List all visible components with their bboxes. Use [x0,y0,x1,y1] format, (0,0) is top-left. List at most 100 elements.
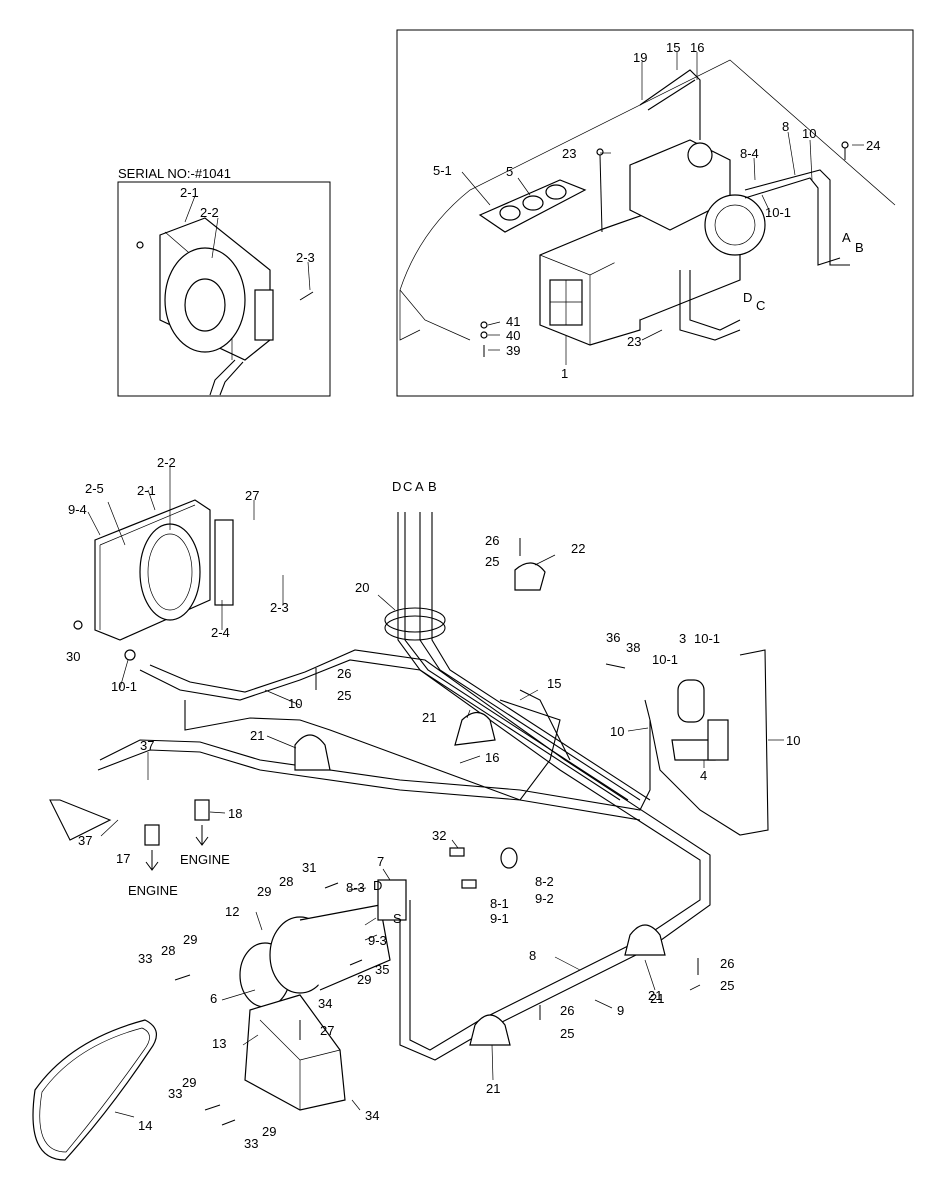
label: 34 [318,996,332,1011]
label: 5-1 [433,163,452,178]
label: 5 [506,164,513,179]
label: 3 [679,631,686,646]
label: 9-2 [535,891,554,906]
label: 8 [782,119,789,134]
label: 2-1 [137,483,156,498]
label: 25 [337,688,351,703]
label: 29 [262,1124,276,1139]
label: A [842,230,851,245]
label: 2-2 [200,205,219,220]
label: 8-3 [346,880,365,895]
label: 34 [365,1108,379,1123]
label: 10-1 [111,679,137,694]
label: 21 [486,1081,500,1096]
label: 10 [610,724,624,739]
label: 10 [288,696,302,711]
label: 37 [78,833,92,848]
label: 36 [606,630,620,645]
label: 29 [182,1075,196,1090]
ac-unit-box [539,139,766,346]
label: 8-1 [490,896,509,911]
label: 21 [650,991,664,1006]
label: 9-4 [68,502,87,517]
label: 8 [529,948,536,963]
main-diagram: 2-2 2-5 2-1 9-4 27 2-3 2-4 30 10-1 D C A… [32,455,800,1161]
label: 18 [228,806,242,821]
condenser-unit-inset [159,217,274,361]
label: 14 [138,1118,152,1133]
label: C [756,298,765,313]
label: 2-1 [180,185,199,200]
label: 40 [506,328,520,343]
label: 38 [626,640,640,655]
inset-serial-frame [117,181,331,397]
label: 10 [802,126,816,141]
label: B [428,479,437,494]
label: 22 [571,541,585,556]
label: 21 [422,710,436,725]
label: 33 [244,1136,258,1151]
label: D [373,878,382,893]
label: 33 [138,951,152,966]
label: 10-1 [765,205,791,220]
label: 2-2 [157,455,176,470]
serial-caption: SERIAL NO:-#1041 [118,166,231,181]
label: 2-3 [296,250,315,265]
label: 10-1 [652,652,678,667]
label: 28 [161,943,175,958]
label: 4 [700,768,707,783]
label: 21 [648,988,662,1003]
label: 7 [377,854,384,869]
label: 26 [560,1003,574,1018]
label: 16 [690,40,704,55]
control-panel [478,179,587,233]
label: 2-3 [270,600,289,615]
label: 13 [212,1036,226,1051]
label: 25 [720,978,734,993]
label: 8-2 [535,874,554,889]
label: 35 [375,962,389,977]
inset-serial: SERIAL NO:-#1041 2-1 2-2 2-3 [117,166,331,397]
condenser-assembly [73,499,234,661]
label: 27 [320,1023,334,1038]
label: 12 [225,904,239,919]
valves [144,799,210,871]
label: 30 [66,649,80,664]
receiver-drier [671,679,729,761]
label: 31 [302,860,316,875]
label: 9-3 [368,933,387,948]
label: A [415,479,424,494]
label: 16 [485,750,499,765]
label: 27 [245,488,259,503]
label: 26 [720,956,734,971]
label: 15 [666,40,680,55]
label: 2-5 [85,481,104,496]
label: 19 [633,50,647,65]
label: 37 [140,738,154,753]
label: 25 [485,554,499,569]
v-belt [32,1019,157,1161]
label: 26 [337,666,351,681]
label: 32 [432,828,446,843]
label: 9 [617,1003,624,1018]
label: 20 [355,580,369,595]
label: S [393,911,402,926]
label: D [743,290,752,305]
label: 29 [257,884,271,899]
label: 24 [866,138,880,153]
label: 8-4 [740,146,759,161]
label: 39 [506,343,520,358]
label: 23 [562,146,576,161]
compressor-bracket [244,994,346,1111]
label: 10 [786,733,800,748]
label: 25 [560,1026,574,1041]
label: 23 [627,334,641,349]
label: 6 [210,991,217,1006]
label: D [392,479,401,494]
label: 10-1 [694,631,720,646]
label: 17 [116,851,130,866]
clamps [294,562,666,1046]
label: 21 [250,728,264,743]
label: C [403,479,412,494]
